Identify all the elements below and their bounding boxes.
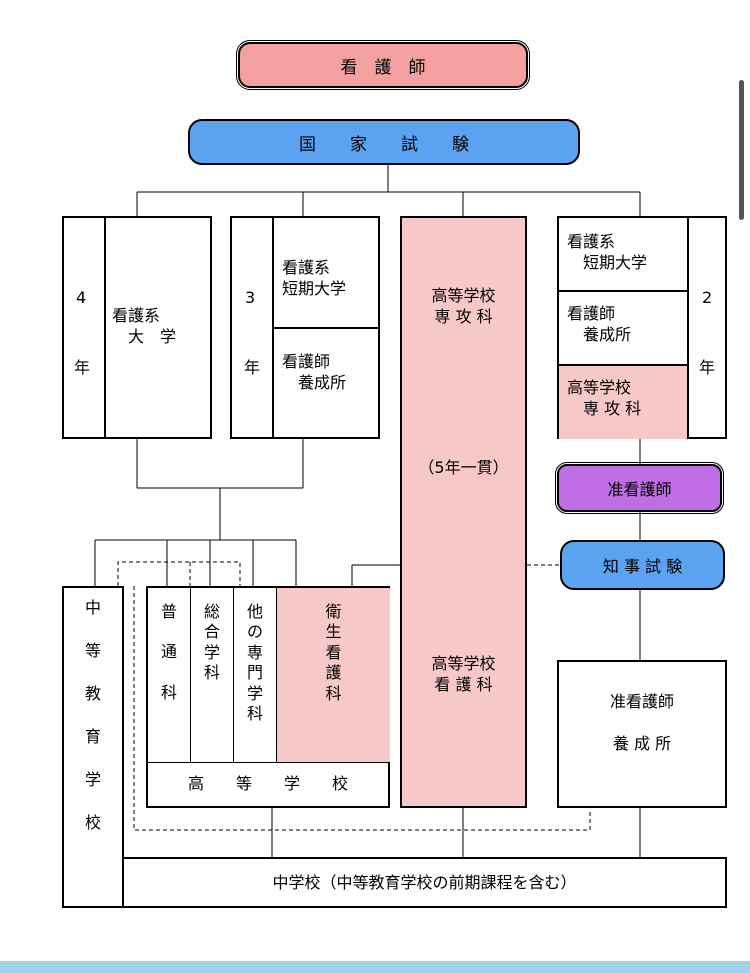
national-exam-pill: 国 家 試 験 bbox=[188, 119, 580, 165]
right-junior-college-label: 看護系 短期大学 bbox=[567, 232, 648, 272]
secondary-school-label: 中 等 教 育 学 校 bbox=[84, 598, 101, 832]
hs-integrated-course: 総合学科 bbox=[203, 602, 220, 683]
hs-advanced-course-label: 高等学校 専 攻 科 bbox=[431, 286, 496, 326]
three-year-box: 3 年 看護系 短期大学 看護師 養成所 bbox=[230, 216, 380, 439]
three-year-unit: 年 bbox=[244, 358, 261, 377]
junior-high-box: 中学校（中等教育学校の前期課程を含む） bbox=[122, 857, 727, 908]
five-year-program-label: （5年一貫） bbox=[418, 458, 509, 477]
nurse-pill: 看 護 師 bbox=[236, 40, 530, 90]
four-year-num: 4 bbox=[76, 288, 87, 307]
high-school-nursing-column: 高等学校 専 攻 科 （5年一貫） 高等学校 看 護 科 bbox=[400, 216, 527, 808]
nurse-training-school-label: 看護師 養成所 bbox=[282, 352, 347, 392]
national-exam-title: 国 家 試 験 bbox=[299, 134, 469, 155]
governor-exam-title: 知 事 試 験 bbox=[602, 557, 683, 576]
associate-nurse-title: 准看護師 bbox=[607, 480, 672, 499]
secondary-school-box: 中 等 教 育 学 校 bbox=[62, 586, 124, 908]
scrollbar-thumb[interactable] bbox=[739, 80, 744, 220]
nurse-title: 看 護 師 bbox=[340, 57, 426, 78]
two-year-num: 2 bbox=[702, 288, 713, 307]
four-year-university-box: 4 年 看護系 大 学 bbox=[62, 216, 212, 439]
hs-general-course: 普通科 bbox=[160, 602, 177, 702]
junior-high-label: 中学校（中等教育学校の前期課程を含む） bbox=[272, 873, 577, 892]
nursing-university-label: 看護系 大 学 bbox=[112, 306, 177, 346]
associate-nurse-school-label: 准看護師 養 成 所 bbox=[609, 692, 674, 753]
hs-other-specialized-course: 他の専門学科 bbox=[246, 602, 263, 724]
bottom-bar bbox=[0, 961, 750, 973]
hs-health-nursing-course: 衛生看護科 bbox=[325, 602, 342, 703]
governor-exam-pill: 知 事 試 験 bbox=[560, 540, 725, 590]
two-year-box: 看護系 短期大学 看護師 養成所 高等学校 専 攻 科 2 年 bbox=[557, 216, 727, 439]
high-school-box: 普通科 総合学科 他の専門学科 衛生看護科 高 等 学 校 bbox=[146, 586, 390, 808]
right-training-school-label: 看護師 養成所 bbox=[567, 304, 632, 344]
hs-nursing-course-label: 高等学校 看 護 科 bbox=[431, 654, 496, 694]
associate-nurse-pill: 准看護師 bbox=[555, 462, 724, 514]
right-hs-advanced-label: 高等学校 専 攻 科 bbox=[567, 378, 642, 418]
two-year-unit: 年 bbox=[699, 358, 716, 377]
associate-nurse-school-box: 准看護師 養 成 所 bbox=[557, 660, 727, 808]
four-year-unit: 年 bbox=[74, 358, 91, 377]
three-year-num: 3 bbox=[245, 288, 256, 307]
high-school-label: 高 等 学 校 bbox=[187, 774, 348, 793]
nursing-junior-college-label: 看護系 短期大学 bbox=[282, 258, 347, 298]
